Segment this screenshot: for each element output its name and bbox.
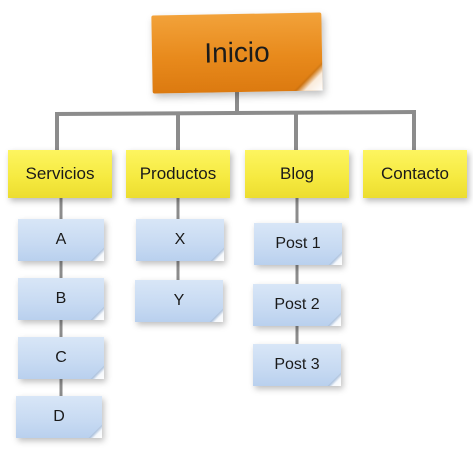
leaf-note-c: C: [18, 337, 104, 379]
category-label-contacto: Contacto: [380, 164, 450, 183]
leaf-label: Post 2: [274, 296, 320, 313]
page-curl-icon: [209, 308, 223, 322]
page-curl-icon: [327, 372, 341, 386]
page-curl-icon: [88, 424, 102, 438]
leaf-note-y: Y: [135, 280, 223, 322]
category-label-blog: Blog: [279, 164, 315, 183]
root-label: Inicio: [204, 36, 270, 69]
category-note-blog: Blog: [245, 150, 349, 198]
leaf-label: B: [55, 290, 67, 307]
connector-bus: [54, 110, 417, 116]
leaf-note-post-1: Post 1: [254, 223, 342, 265]
leaf-note-post-3: Post 3: [253, 344, 341, 386]
page-curl-icon: [328, 251, 342, 265]
leaf-label: A: [55, 231, 67, 248]
page-curl-icon: [292, 60, 323, 92]
category-note-productos: Productos: [126, 150, 230, 198]
page-curl-icon: [90, 247, 104, 261]
page-curl-icon: [210, 247, 224, 261]
leaf-note-b: B: [18, 278, 104, 320]
leaf-note-a: A: [18, 219, 104, 261]
leaf-label: Post 1: [275, 235, 321, 252]
page-curl-icon: [90, 306, 104, 320]
leaf-note-d: D: [16, 396, 102, 438]
root-note-inicio: Inicio: [151, 12, 323, 94]
category-label-servicios: Servicios: [25, 164, 95, 183]
page-curl-icon: [90, 365, 104, 379]
category-note-servicios: Servicios: [8, 150, 112, 198]
leaf-label: D: [53, 408, 65, 425]
leaf-label: Y: [173, 292, 185, 309]
page-curl-icon: [327, 312, 341, 326]
leaf-label: Post 3: [274, 356, 320, 373]
leaf-note-post-2: Post 2: [253, 284, 341, 326]
leaf-label: C: [55, 349, 67, 366]
category-note-contacto: Contacto: [363, 150, 467, 198]
leaf-label: X: [174, 231, 186, 248]
category-label-productos: Productos: [139, 164, 217, 183]
leaf-note-x: X: [136, 219, 224, 261]
